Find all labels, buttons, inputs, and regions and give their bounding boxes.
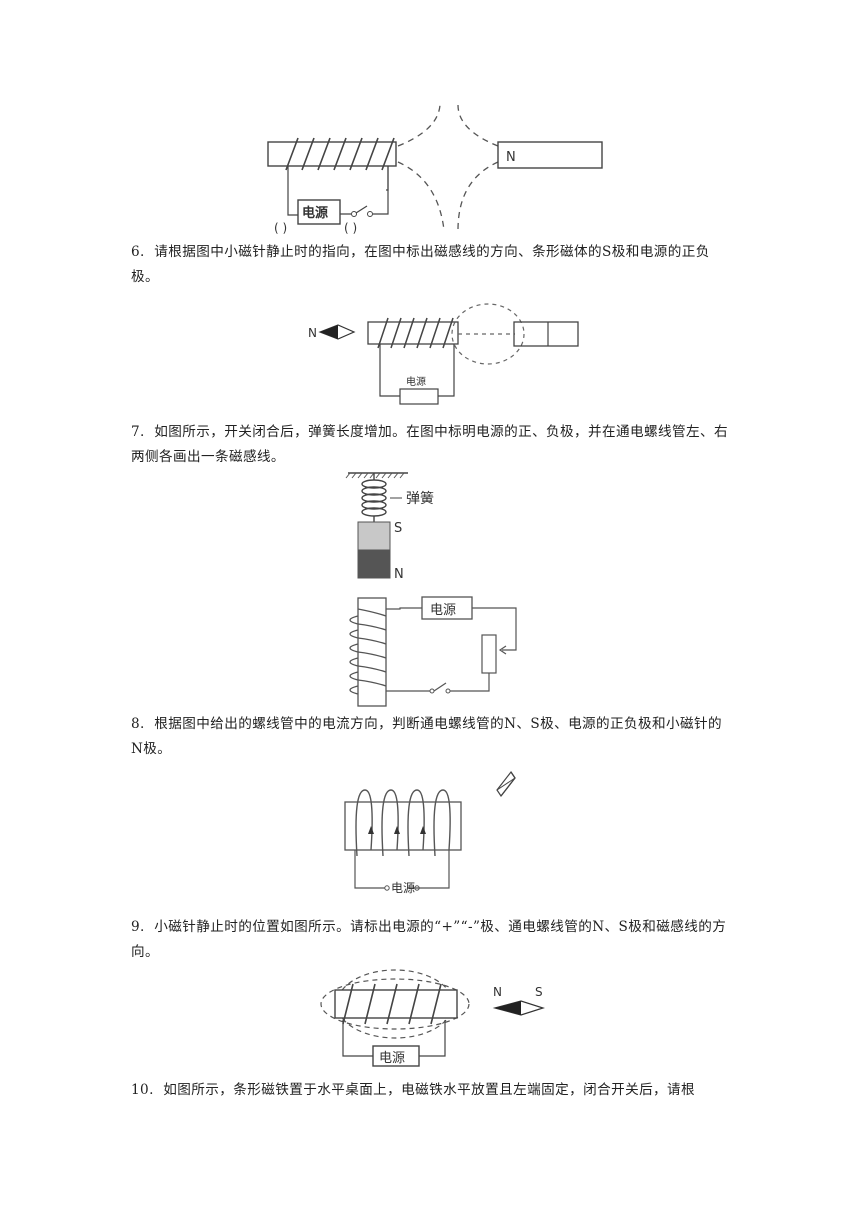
fig6-left-bracket: ( ) — [274, 221, 287, 235]
question-8-number: 8. — [131, 716, 145, 732]
fig10-needle-n-label: N — [493, 985, 502, 999]
fig6-right-bracket: ( ) — [344, 221, 357, 235]
fig7-needle-n-label: N — [308, 326, 317, 340]
fig8-spring-label: 弹簧 — [406, 491, 434, 507]
figure-10-diagram: 电源 N S — [320, 969, 545, 1067]
question-7-text: 如图所示，开关闭合后，弹簧长度增加。在图中标明电源的正、负极，并在通电螺线管左、… — [131, 424, 728, 465]
figure-6-diagram: 电源 ( ) ( ) N — [267, 104, 603, 235]
question-6-number: 6. — [131, 244, 145, 260]
question-9-text: 小磁针静止时的位置如图所示。请标出电源的“+”“-”极、通电螺线管的N、S极和磁… — [131, 919, 727, 960]
question-10: 10. 如图所示，条形磁铁置于水平桌面上，电磁铁水平放置且左端固定，闭合开关后，… — [131, 1078, 731, 1103]
question-7-number: 7. — [131, 424, 145, 440]
fig8-pole-s-label: S — [394, 521, 402, 536]
question-10-text: 如图所示，条形磁铁置于水平桌面上，电磁铁水平放置且左端固定，闭合开关后，请根 — [163, 1082, 696, 1098]
question-9: 9. 小磁针静止时的位置如图所示。请标出电源的“+”“-”极、通电螺线管的N、S… — [131, 915, 731, 965]
fig6-magnet-n-label: N — [506, 150, 516, 165]
question-10-number: 10. — [131, 1082, 154, 1098]
figure-8-diagram: 弹簧 S N 电源 — [345, 472, 517, 707]
question-8: 8. 根据图中给出的螺线管中的电流方向，判断通电螺线管的N、S极、电源的正负极和… — [131, 712, 731, 762]
fig7-power-label: 电源 — [406, 375, 426, 388]
question-6: 6. 请根据图中小磁针静止时的指向，在图中标出磁感线的方向、条形磁体的S极和电源… — [131, 240, 731, 290]
fig9-power-label: 电源 — [391, 881, 415, 895]
question-7: 7. 如图所示，开关闭合后，弹簧长度增加。在图中标明电源的正、负极，并在通电螺线… — [131, 420, 731, 470]
fig6-power-label: 电源 — [302, 205, 328, 221]
fig8-pole-n-label: N — [394, 567, 404, 582]
fig8-power-label: 电源 — [430, 603, 456, 618]
fig10-needle-s-label: S — [535, 985, 543, 999]
question-9-number: 9. — [131, 919, 145, 935]
question-8-text: 根据图中给出的螺线管中的电流方向，判断通电螺线管的N、S极、电源的正负极和小磁针… — [131, 716, 722, 757]
figure-9-diagram: 电源 — [344, 770, 516, 895]
figure-7-diagram: N 电源 — [308, 303, 579, 405]
question-6-text: 请根据图中小磁针静止时的指向，在图中标出磁感线的方向、条形磁体的S极和电源的正负… — [131, 244, 710, 285]
fig10-power-label: 电源 — [379, 1051, 405, 1066]
